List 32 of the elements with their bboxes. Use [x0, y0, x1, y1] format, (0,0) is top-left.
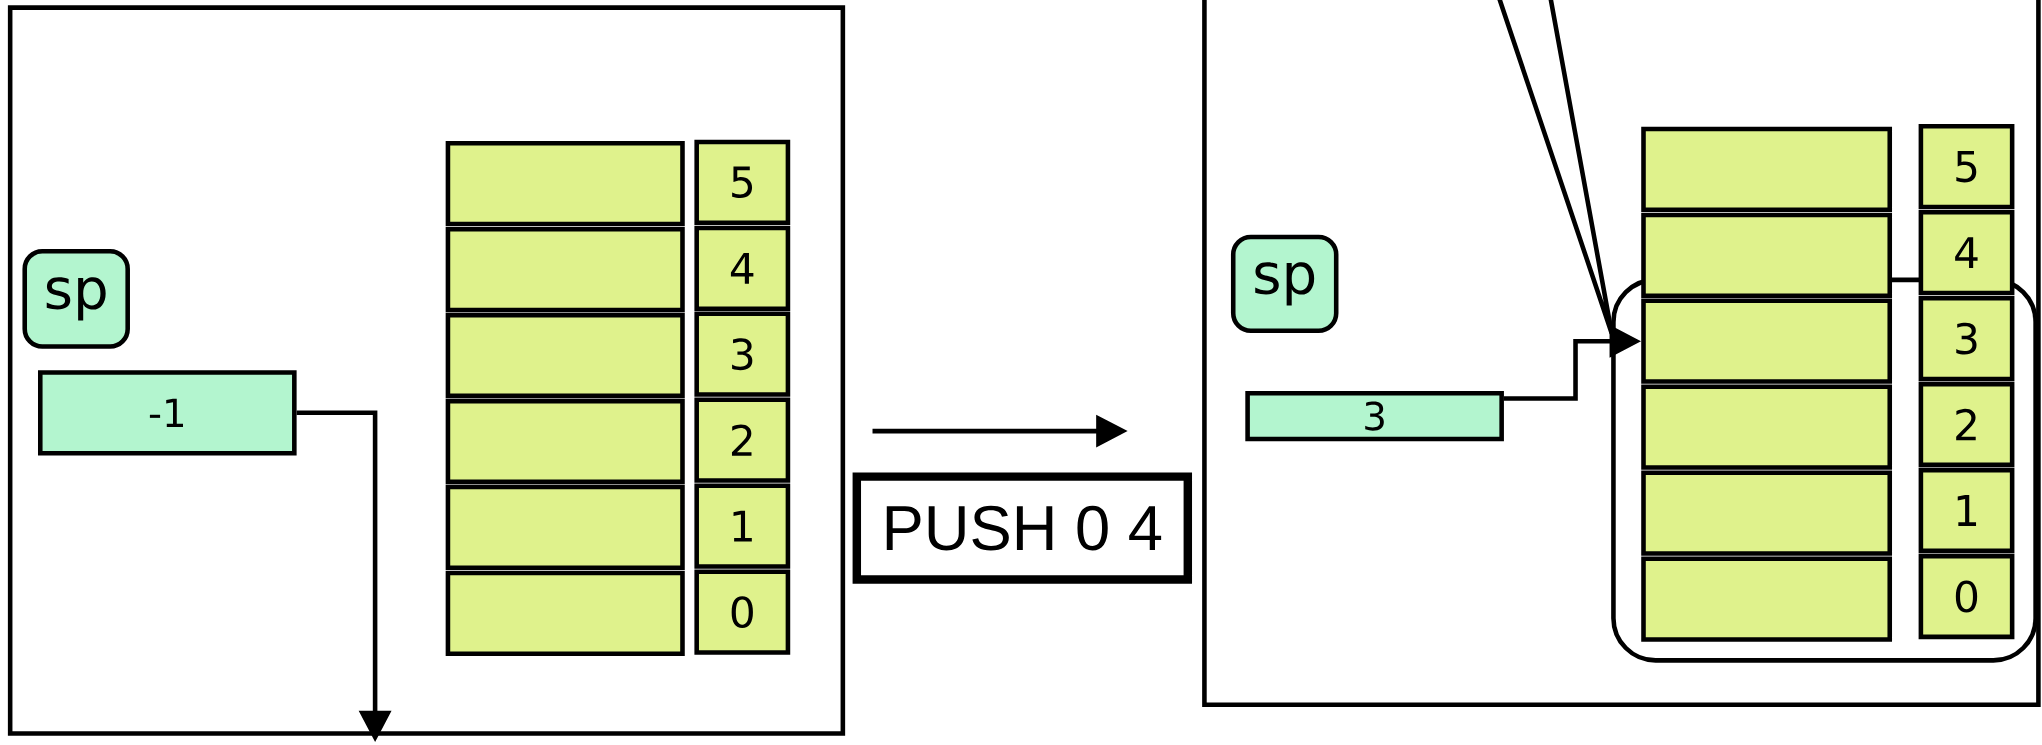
- stack-cell: [445, 398, 685, 485]
- index-cell: 3: [1918, 295, 2015, 382]
- index-cell: 0: [694, 569, 791, 655]
- index-cell: 3: [694, 311, 791, 397]
- index-cell: 4: [694, 225, 791, 311]
- register-label: sp: [22, 249, 130, 349]
- stack-cell: [445, 226, 685, 313]
- leader-line: [1495, 0, 1615, 336]
- stack-cell: [1641, 384, 1893, 470]
- stack-cell: [445, 570, 685, 657]
- stack-cell: [445, 140, 685, 227]
- index-cell: 5: [694, 139, 791, 225]
- command-box: PUSH 0 4: [852, 472, 1193, 584]
- panel-frame: [1202, 0, 2041, 708]
- index-cell: 1: [1918, 467, 2015, 554]
- index-cell: 2: [1918, 381, 2015, 468]
- index-cell: 5: [1918, 124, 2015, 210]
- index-cell: 1: [694, 483, 791, 569]
- value-box: -1: [38, 370, 297, 456]
- stack-cell: [1641, 212, 1893, 298]
- stack-cell: [1641, 126, 1893, 212]
- index-cell: 2: [694, 397, 791, 483]
- panel-frame: [7, 5, 846, 736]
- stack-cell: [1641, 298, 1893, 384]
- stack-cell: [445, 484, 685, 571]
- stack-cell: [1641, 556, 1893, 642]
- value-box: 3: [1245, 391, 1504, 442]
- stack-cell: [445, 312, 685, 399]
- index-cell: 0: [1918, 553, 2015, 640]
- stack-cell: [1641, 470, 1893, 556]
- register-label: sp: [1230, 234, 1339, 334]
- index-cell: 4: [1918, 209, 2015, 296]
